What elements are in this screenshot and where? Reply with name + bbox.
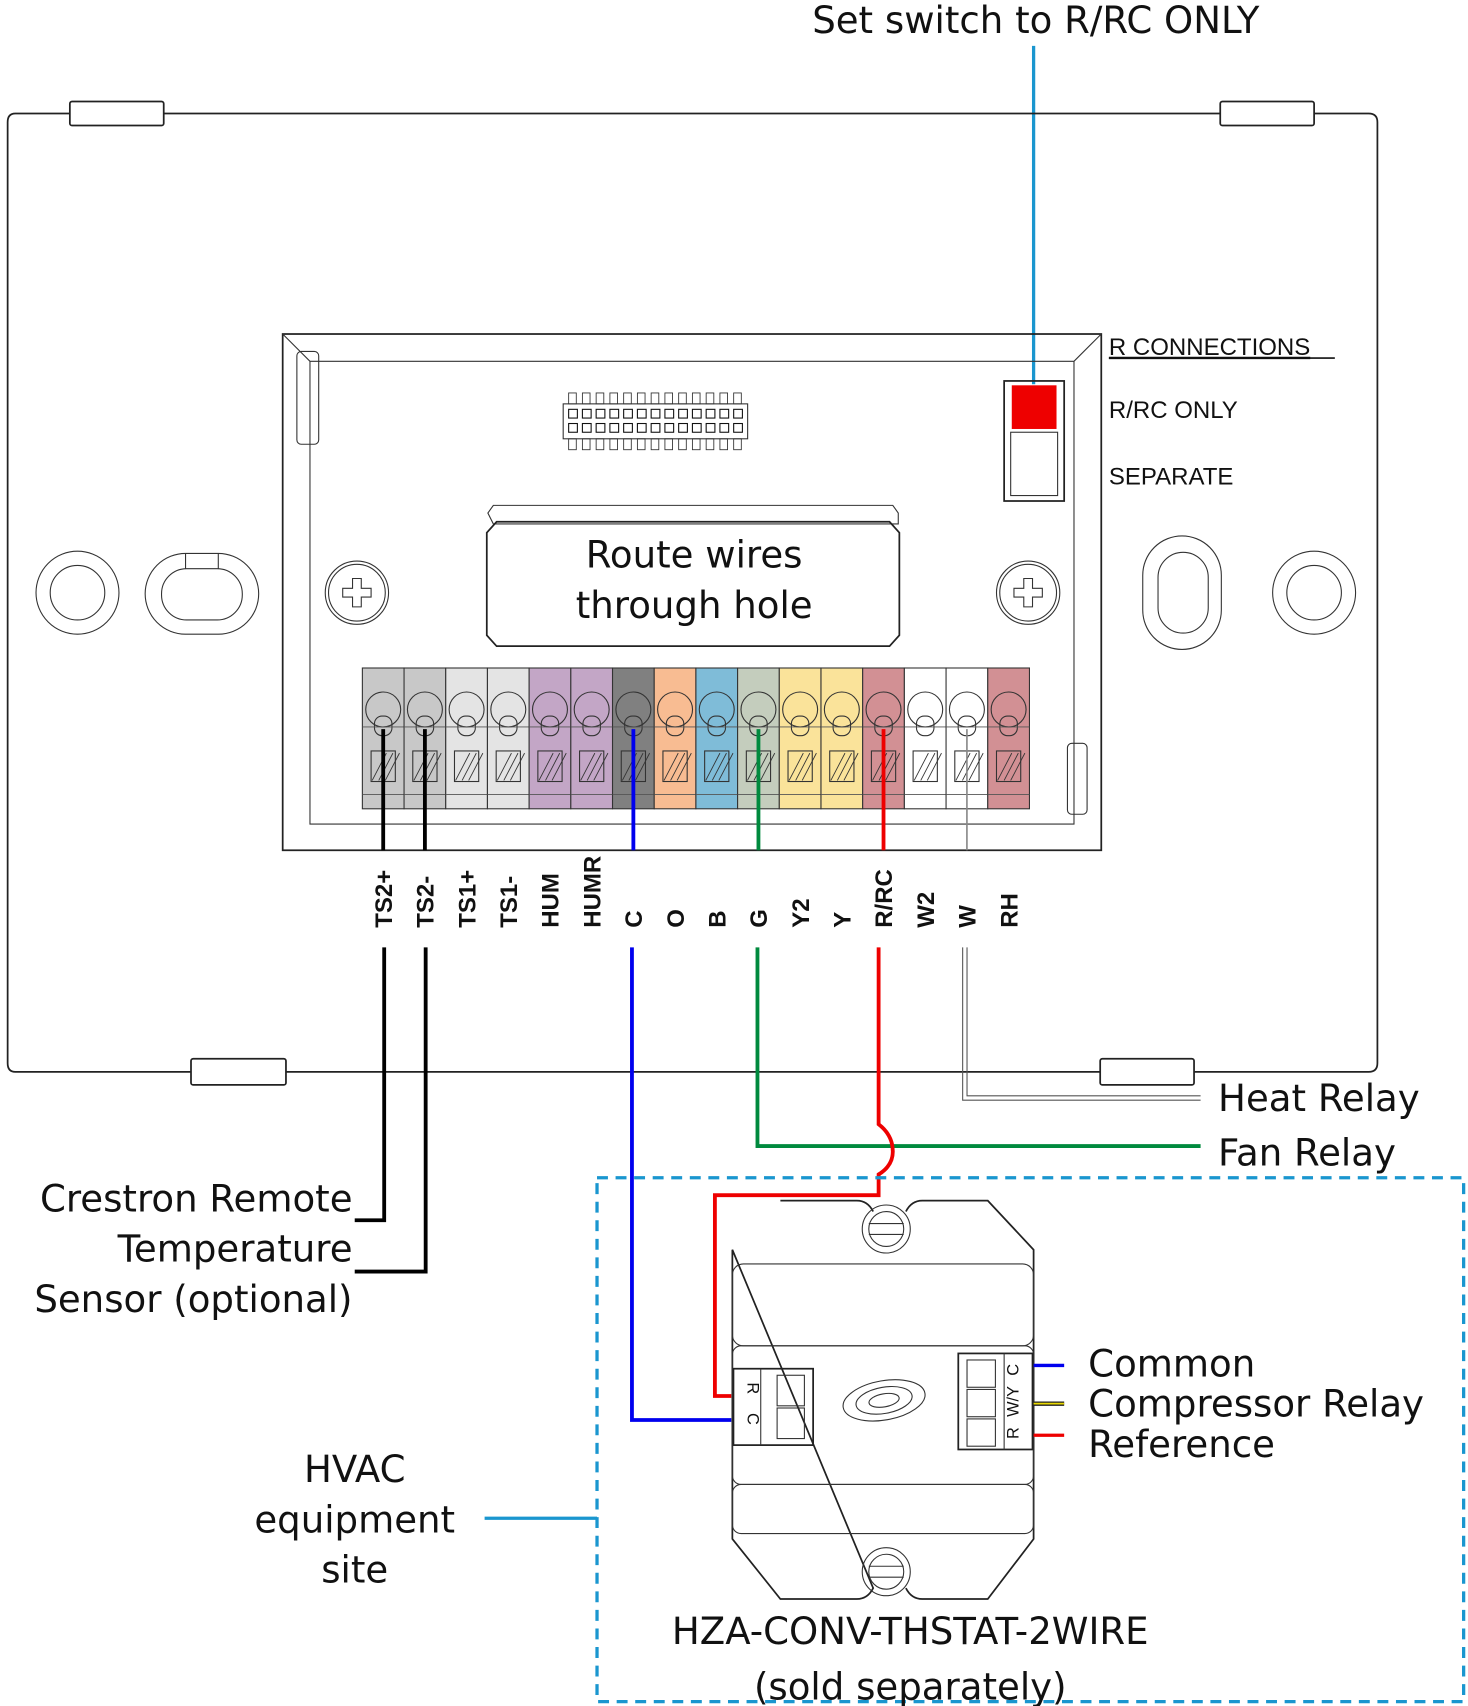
remote-sensor-line1: Crestron Remote xyxy=(40,1178,353,1221)
terminal-label: TS1- xyxy=(496,876,523,928)
terminal-ts1-[interactable] xyxy=(445,667,488,810)
converter-model-label: HZA-CONV-THSTAT-2WIRE xyxy=(672,1610,1149,1653)
switch-indicator xyxy=(1011,385,1057,429)
terminal-block xyxy=(361,667,1031,851)
converter-terminal-left: R C xyxy=(732,1367,815,1446)
converter-terminal-wy: W/Y xyxy=(1004,1386,1022,1417)
terminal-y2[interactable] xyxy=(778,667,822,810)
screw-icon xyxy=(861,1204,911,1254)
plate-tab xyxy=(1219,100,1315,127)
terminal-humr[interactable] xyxy=(570,667,614,810)
hvac-equipment-boundary xyxy=(595,1176,1466,1704)
terminal-label: Y2 xyxy=(788,898,815,927)
screw-icon xyxy=(861,1547,911,1597)
terminal-hum[interactable] xyxy=(528,667,572,810)
wire-ts2minus xyxy=(354,947,428,1274)
wire-ts2plus xyxy=(354,947,387,1223)
remote-sensor-line2: Temperature xyxy=(117,1228,353,1271)
hvac-site-line2: equipment xyxy=(254,1498,455,1541)
switch-option-rrc-only[interactable]: R/RC ONLY xyxy=(1109,397,1238,424)
terminal-label: W2 xyxy=(913,892,940,928)
wires xyxy=(354,947,1201,1422)
hvac-site-line1: HVAC xyxy=(304,1448,406,1491)
crestron-logo-icon xyxy=(842,1379,926,1422)
terminal-label: C xyxy=(621,910,648,927)
plate-tab xyxy=(68,100,165,127)
converter-terminal-c-right: C xyxy=(1004,1364,1022,1376)
switch-instruction-label: Set switch to R/RC ONLY xyxy=(812,0,1260,42)
terminal-label: R/RC xyxy=(871,869,898,928)
terminal-w2[interactable] xyxy=(903,667,947,810)
fan-relay-label: Fan Relay xyxy=(1218,1132,1396,1175)
terminal-label: O xyxy=(663,909,690,928)
converter-terminal-r-right: R xyxy=(1004,1427,1022,1439)
wall-plate xyxy=(6,100,1379,1086)
terminal-label: TS2+ xyxy=(371,870,398,928)
terminal-label: Y xyxy=(830,912,857,928)
terminal-label: RH xyxy=(996,893,1023,928)
wire-hole: Route wires through hole xyxy=(485,504,901,648)
reference-label: Reference xyxy=(1088,1423,1275,1466)
switch-option-separate[interactable]: SEPARATE xyxy=(1109,464,1233,491)
mounting-slot xyxy=(1142,535,1222,650)
heat-relay-label: Heat Relay xyxy=(1218,1077,1420,1120)
terminal-label: HUMR xyxy=(579,856,606,928)
terminal-b[interactable] xyxy=(695,667,739,810)
wire-g xyxy=(755,947,1201,1148)
pin-header xyxy=(562,392,749,451)
converter-terminal-r: R xyxy=(744,1382,762,1394)
mounting-slot xyxy=(144,552,260,635)
terminal-label: HUM xyxy=(538,873,565,928)
mounting-hole-inner xyxy=(49,564,106,621)
screw-icon xyxy=(995,560,1061,625)
latch xyxy=(1066,742,1088,815)
terminal-rh[interactable] xyxy=(987,667,1031,810)
screw-icon xyxy=(324,560,390,625)
converter-note-label: (sold separately) xyxy=(754,1665,1067,1706)
terminal-label: TS2- xyxy=(413,876,440,928)
terminal-label: B xyxy=(704,910,731,927)
converter-terminal-c: C xyxy=(744,1413,762,1425)
thermostat-backplate: Route wires through hole R CONNECTIONS R… xyxy=(281,333,1335,852)
route-wires-line2: through hole xyxy=(576,584,813,627)
common-label: Common xyxy=(1088,1342,1255,1385)
plate-tab xyxy=(1099,1057,1195,1086)
r-connections-heading: R CONNECTIONS xyxy=(1109,334,1310,361)
terminal-label: G xyxy=(746,909,773,928)
remote-sensor-line3: Sensor (optional) xyxy=(34,1278,352,1321)
mounting-hole-inner xyxy=(1286,564,1342,621)
terminal-ts1-[interactable] xyxy=(486,667,530,810)
switch-body[interactable] xyxy=(1003,380,1066,502)
plate-tab xyxy=(190,1057,287,1086)
terminal-label: W xyxy=(955,905,982,928)
route-wires-line1: Route wires xyxy=(586,534,803,577)
hvac-site-callout: HVAC equipment site xyxy=(254,1448,598,1592)
mounting-hole xyxy=(35,550,120,635)
hvac-site-line3: site xyxy=(321,1549,388,1592)
mounting-slot-inner xyxy=(1157,551,1209,634)
terminal-y[interactable] xyxy=(820,667,864,810)
mounting-slot-inner xyxy=(160,568,243,621)
compressor-relay-label: Compressor Relay xyxy=(1088,1383,1424,1426)
converter-module: R C C W/Y R xyxy=(731,1199,1065,1600)
terminal-label: TS1+ xyxy=(454,870,481,928)
mounting-hole xyxy=(1272,550,1357,635)
wire-c xyxy=(630,947,732,1422)
r-connections-switch[interactable] xyxy=(1003,380,1066,502)
latch xyxy=(296,350,320,445)
terminal-o[interactable] xyxy=(653,667,697,810)
wire-w xyxy=(962,947,1201,1101)
remote-sensor-callout: Crestron Remote Temperature Sensor (opti… xyxy=(34,1178,352,1321)
wire-rrc xyxy=(712,947,895,1398)
converter-terminal-right: C W/Y R xyxy=(957,1352,1034,1451)
